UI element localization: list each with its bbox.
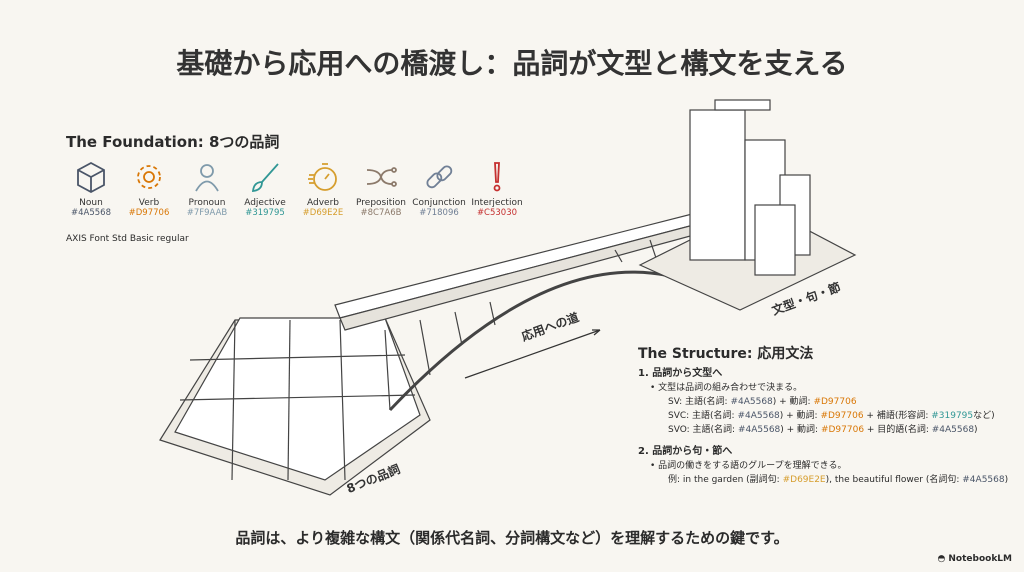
- structure-tower: [638, 99, 857, 311]
- color-code: #D69E2E: [782, 475, 826, 485]
- text-segment: + 目的語(名詞:: [864, 425, 932, 435]
- text-segment: SVC: 主語(名詞:: [668, 411, 738, 421]
- color-code: #4A5568: [737, 411, 780, 421]
- structure-title: The Structure: 応用文法: [638, 346, 814, 362]
- structure-section: The Structure: 応用文法 1. 品詞から文型へ 文型は品詞の組み合…: [638, 347, 1008, 487]
- brand-name: NotebookLM: [948, 554, 1012, 564]
- text-segment: ): [1004, 475, 1009, 485]
- pos-item-adverb: Adverb#D69E2E: [294, 160, 352, 218]
- pos-name: Preposition: [356, 198, 406, 208]
- pos-item-adjective: Adjective#319795: [236, 160, 294, 218]
- footer-text: 品詞は、より複雑な構文（関係代名詞、分詞構文など）を理解するための鍵です。: [235, 529, 789, 547]
- section-2-heading: 2. 品詞から句・節へ: [638, 446, 733, 457]
- pos-item-conjunction: Conjunction#718096: [410, 160, 468, 218]
- pos-name: Pronoun: [188, 198, 226, 208]
- text-segment: 例: in the garden (副詞句:: [668, 475, 783, 485]
- logo-icon: ◓: [937, 554, 946, 564]
- foundation-title: The Foundation: 8つの品詞: [66, 133, 280, 151]
- exclamation-icon: [493, 162, 501, 192]
- text-segment: ) + 動詞:: [779, 411, 821, 421]
- text-segment: ): [974, 425, 978, 435]
- pos-item-pronoun: Pronoun#7F9AAB: [178, 160, 236, 218]
- person-icon: [195, 164, 219, 192]
- pos-color-code: #718096: [419, 208, 459, 218]
- pos-name: Adjective: [244, 198, 286, 208]
- road-arrow: [464, 329, 601, 379]
- shuffle-icon: [366, 167, 397, 187]
- text-segment: ), the beautiful flower (名詞句:: [825, 475, 963, 485]
- pos-color-code: #4A5568: [71, 208, 111, 218]
- pos-item-preposition: Preposition#8C7A6B: [352, 160, 410, 218]
- pos-color-code: #D97706: [128, 208, 170, 218]
- color-code: #4A5568: [730, 397, 773, 407]
- color-code: #4A5568: [962, 475, 1005, 485]
- text-segment: など): [973, 411, 995, 421]
- pos-name: Interjection: [471, 198, 523, 208]
- bridge-deck: [334, 211, 706, 412]
- gear-icon: [137, 165, 161, 189]
- pos-name: Noun: [79, 198, 103, 208]
- pos-color-code: #8C7A6B: [360, 208, 402, 218]
- pos-color-code: #C53030: [476, 208, 518, 218]
- color-code: #D97706: [820, 425, 865, 435]
- color-code: #4A5568: [931, 425, 975, 435]
- sv-line: SV: 主語(名詞: #4A5568) + 動詞: #D97706: [638, 395, 1008, 409]
- color-code: #D97706: [813, 397, 857, 407]
- svc-line: SVC: 主語(名詞: #4A5568) + 動詞: #D97706 + 補語(…: [638, 409, 1008, 423]
- paintbrush-icon: [251, 163, 279, 193]
- svo-line: SVO: 主語(名詞: #4A5568) + 動詞: #D97706 + 目的語…: [638, 423, 1008, 437]
- base-platform: [159, 317, 431, 496]
- section-1-heading: 1. 品詞から文型へ: [638, 368, 723, 379]
- section-1-bullet: 文型は品詞の組み合わせで決まる。: [638, 381, 1008, 395]
- pos-name: Adverb: [307, 198, 339, 208]
- pos-color-code: #319795: [245, 208, 285, 218]
- pos-name: Verb: [138, 198, 160, 208]
- font-note: AXIS Font Std Basic regular: [66, 234, 189, 244]
- pos-item-verb: Verb#D97706: [120, 160, 178, 218]
- pos-item-interjection: Interjection#C53030: [468, 160, 526, 218]
- notebooklm-logo: ◓NotebookLM: [938, 554, 1012, 564]
- text-segment: SVO: 主語(名詞:: [668, 425, 738, 435]
- color-code: #D97706: [820, 411, 864, 421]
- section-2-bullet: 品詞の働きをする語のグループを理解できる。: [638, 459, 1008, 473]
- pos-item-noun: Noun#4A5568: [62, 160, 120, 218]
- color-code: #319795: [931, 411, 974, 421]
- text-segment: SV: 主語(名詞:: [668, 397, 731, 407]
- link-icon: [426, 165, 453, 189]
- text-segment: + 補語(形容詞:: [863, 411, 932, 421]
- pos-color-code: #7F9AAB: [186, 208, 228, 218]
- text-segment: ) + 動詞:: [772, 397, 814, 407]
- color-code: #4A5568: [737, 425, 781, 435]
- stopwatch-icon: [308, 163, 337, 191]
- text-segment: ) + 動詞:: [780, 425, 821, 435]
- example-line: 例: in the garden (副詞句: #D69E2E), the bea…: [638, 473, 1008, 487]
- cube-icon: [77, 161, 105, 194]
- pos-color-code: #D69E2E: [302, 208, 344, 218]
- page-title: 基礎から応用への橋渡し：品詞が文型と構文を支える: [176, 47, 848, 80]
- pos-name: Conjunction: [412, 198, 466, 208]
